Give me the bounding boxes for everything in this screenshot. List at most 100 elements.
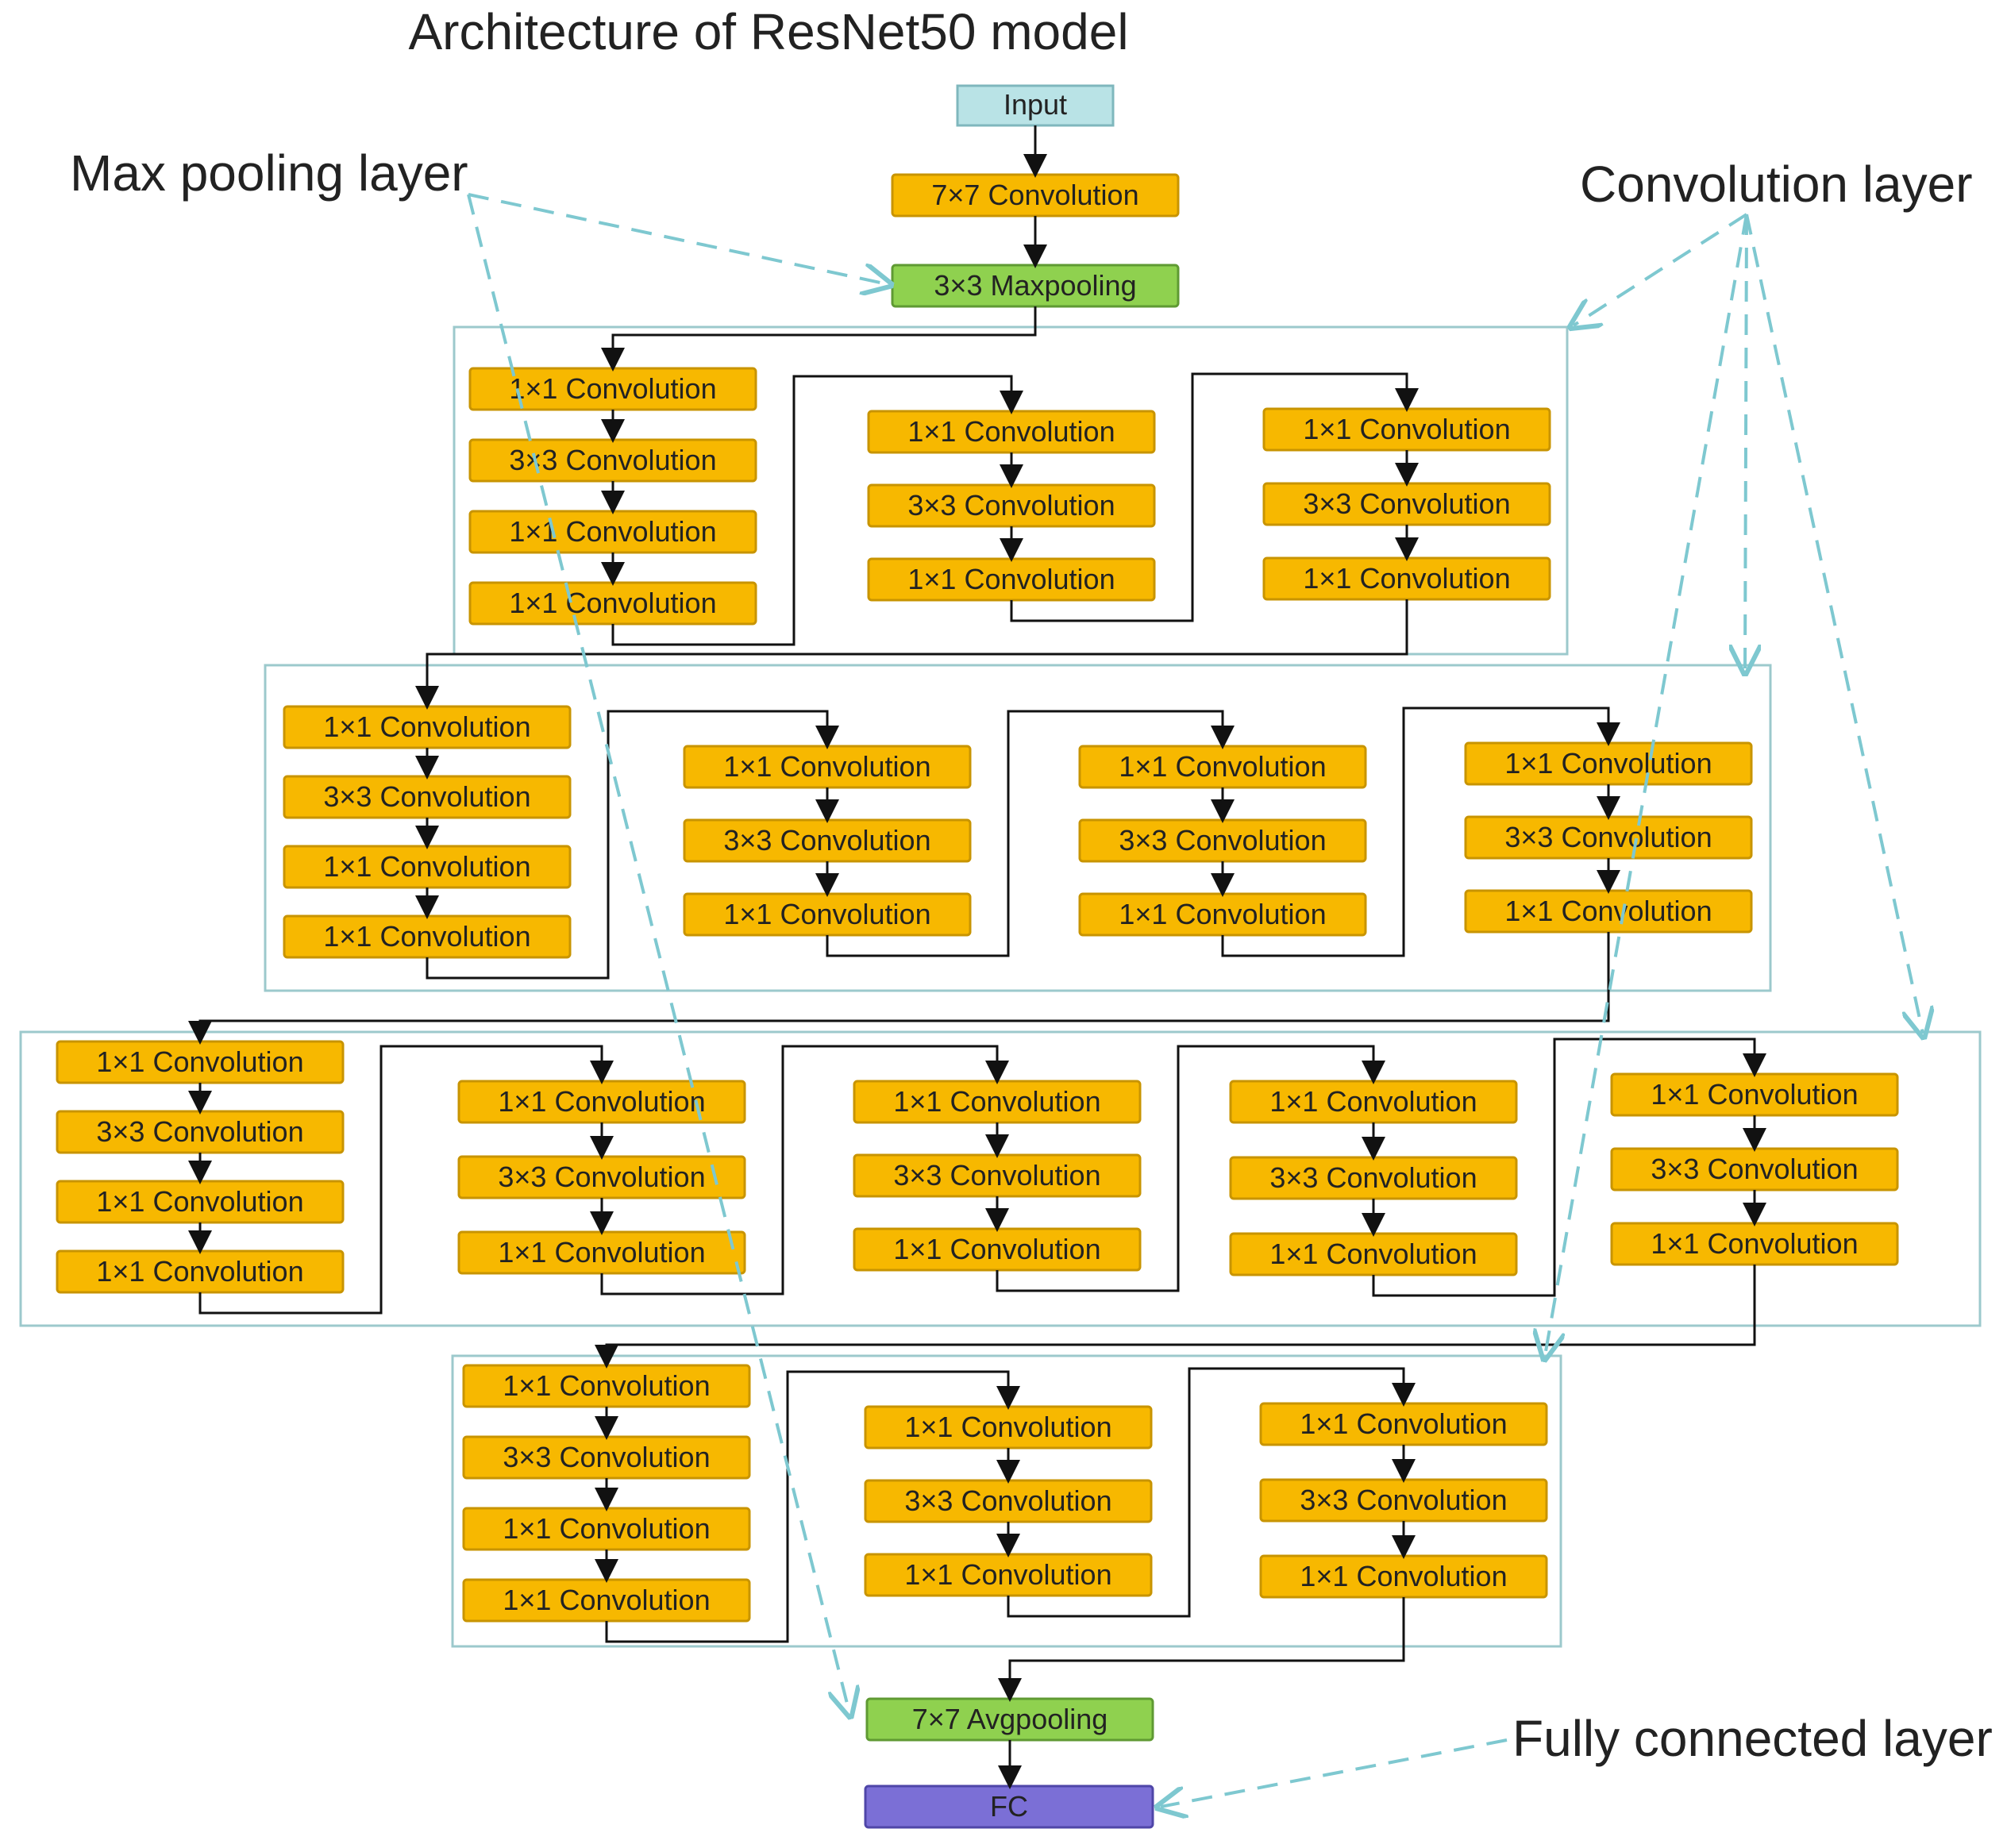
stage-3-block-1: 1×1 Convolution 3×3 Convolution 1×1 Convol… [56,1040,345,1294]
conv-label: 3×3 Convolution [1269,1161,1477,1194]
conv-label: 3×3 Convolution [1303,487,1510,520]
stage-4: 1×1 Convolution 3×3 Convolution 1×1 Convol… [451,1354,1562,1648]
conv-label: 1×1 Convolution [1119,898,1326,930]
stage-3-block-3: 1×1 Convolution 3×3 Convolution 1×1 Convol… [853,1080,1142,1272]
stage-layer: 1×1 Convolution 3×3 Convolution 1×1 Convol… [19,325,1982,1648]
conv-label: 1×1 Convolution [498,1236,705,1269]
conv-label: 1×1 Convolution [96,1255,303,1288]
conv-label: 3×3 Convolution [1504,821,1712,853]
conv-label: 1×1 Convolution [1300,1407,1507,1440]
block-connector [600,1045,1009,1296]
fc-node: FC [864,1784,1154,1829]
conv-label: 1×1 Convolution [907,415,1115,448]
convolution-callout-arrow-stage3 [1745,214,1923,1034]
convolution-callout-arrow-stage2 [1745,214,1747,670]
fc-label: FC [990,1790,1028,1823]
convolution-layer-label: Convolution layer [1580,156,1973,213]
conv7-label: 7×7 Convolution [931,179,1138,211]
conv-label: 1×1 Convolution [893,1233,1100,1265]
conv-label: 1×1 Convolution [498,1085,705,1118]
flow-layer [188,306,1766,1702]
block-connector [1010,372,1419,622]
stage-2-block-1: 1×1 Convolution 3×3 Convolution 1×1 Convol… [283,705,572,959]
block-connector [1221,706,1620,957]
conv-label: 1×1 Convolution [1504,895,1712,927]
avgpool-node: 7×7 Avgpooling [865,1697,1154,1742]
conv-label: 1×1 Convolution [1300,1560,1507,1592]
stage-2-to-stage-3-connector [188,932,1610,1045]
conv-label: 1×1 Convolution [503,1369,710,1402]
stage-3: 1×1 Convolution 3×3 Convolution 1×1 Convol… [19,1030,1982,1327]
conv-label: 3×3 Convolution [323,780,530,813]
conv-label: 1×1 Convolution [1269,1085,1477,1118]
input-node: Input [956,84,1115,127]
conv-label: 1×1 Convolution [723,898,930,930]
block-connector [1007,1367,1416,1618]
stage-1-to-stage-2-connector [415,599,1408,710]
maxpool-label: 3×3 Maxpooling [934,269,1136,302]
block-connector [1372,1038,1766,1297]
stage-2-frame [264,664,1772,992]
block-connector [826,710,1235,957]
conv-label: 3×3 Convolution [498,1161,705,1193]
diagram-title: Architecture of ResNet50 model [408,3,1128,60]
conv-label: 1×1 Convolution [1119,750,1326,783]
conv-label: 3×3 Convolution [96,1115,303,1148]
conv-label: 3×3 Convolution [1651,1153,1858,1185]
stage-1: 1×1 Convolution 3×3 Convolution 1×1 Convol… [453,325,1569,656]
fully-connected-callout-arrow [1161,1738,1508,1807]
stage-2-block-3: 1×1 Convolution 3×3 Convolution 1×1 Convol… [1078,745,1367,937]
block-connector [996,1045,1385,1292]
block-connector [426,710,839,980]
conv-label: 1×1 Convolution [1651,1227,1858,1260]
max-pooling-layer-label: Max pooling layer [70,144,468,202]
conv7-node: 7×7 Convolution [891,173,1180,218]
avgpool-label: 7×7 Avgpooling [912,1703,1108,1735]
conv-label: 3×3 Convolution [509,444,716,476]
conv-label: 3×3 Convolution [904,1484,1111,1517]
stage-3-block-2: 1×1 Convolution 3×3 Convolution 1×1 Convol… [457,1080,746,1275]
conv-label: 1×1 Convolution [509,587,716,619]
stage-2-block-4: 1×1 Convolution 3×3 Convolution 1×1 Convol… [1464,741,1753,934]
conv-label: 3×3 Convolution [1300,1484,1507,1516]
conv-label: 3×3 Convolution [723,824,930,857]
maxpool-to-stage1-connector [601,306,1037,372]
conv-label: 1×1 Convolution [1303,562,1510,595]
max-pooling-callout-arrow-to-avgpool [467,194,849,1713]
block-connector [198,1045,614,1315]
conv-label: 1×1 Convolution [509,372,716,405]
callout-layer [467,193,1923,1807]
conv-label: 3×3 Convolution [1119,824,1326,857]
stage4-to-avgpool-connector [998,1597,1405,1702]
fully-connected-layer-label: Fully connected layer [1512,1710,1993,1767]
conv-label: 1×1 Convolution [96,1045,303,1078]
stage-3-block-4: 1×1 Convolution 3×3 Convolution 1×1 Convol… [1229,1080,1518,1276]
stage-3-frame [19,1030,1982,1327]
conv-label: 3×3 Convolution [893,1159,1100,1192]
conv-label: 1×1 Convolution [323,920,530,953]
max-pooling-callout-arrow-to-maxpool [468,193,888,284]
conv-label: 1×1 Convolution [96,1185,303,1218]
conv-label: 3×3 Convolution [503,1441,710,1473]
conv-label: 1×1 Convolution [893,1085,1100,1118]
conv-label: 1×1 Convolution [323,850,530,883]
convolution-callout-arrow-stage1 [1574,213,1748,325]
convolution-callout-arrow-stage4 [1545,214,1748,1356]
conv-label: 1×1 Convolution [1269,1238,1477,1270]
stage-3-to-stage-4-connector [595,1265,1756,1369]
stage-1-block-1: 1×1 Convolution 3×3 Convolution 1×1 Convol… [468,367,757,626]
conv-label: 1×1 Convolution [907,563,1115,595]
input-box [956,84,1115,127]
input-label: Input [1004,88,1067,121]
conv-label: 1×1 Convolution [904,1558,1111,1591]
stage-4-frame [451,1354,1562,1648]
stage-4-block-3: 1×1 Convolution 3×3 Convolution 1×1 Convol… [1259,1402,1548,1599]
conv-label: 1×1 Convolution [1504,747,1712,780]
block-connector [611,375,1023,646]
